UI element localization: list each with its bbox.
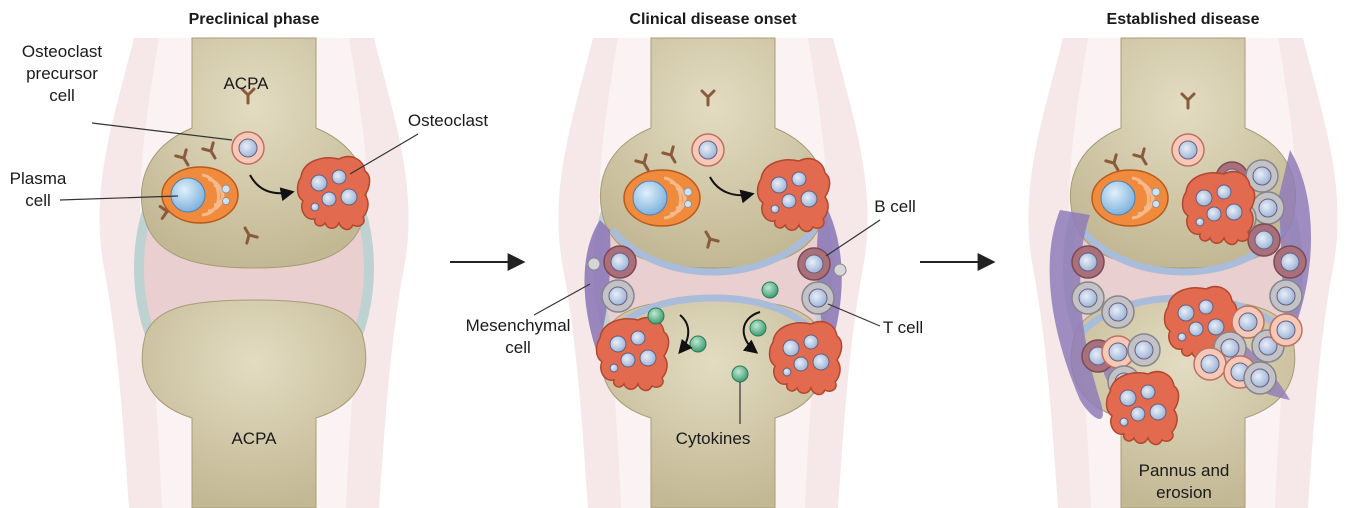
- label-plasma-2: cell: [25, 191, 51, 210]
- label-acpa-top: ACPA: [223, 74, 269, 93]
- t-cell: [1244, 362, 1276, 394]
- label-pannus-1: Pannus and: [1139, 461, 1230, 480]
- small-cell: [834, 264, 846, 276]
- label-plasma-1: Plasma: [10, 169, 67, 188]
- osteoclast-cell: [298, 157, 370, 230]
- panel-title-preclinical: Preclinical phase: [189, 11, 320, 28]
- t-cell: [602, 280, 634, 312]
- label-osteoclast: Osteoclast: [408, 111, 489, 130]
- panel-preclinical: Preclinical phase ACPA ACPA Osteoclast p…: [10, 11, 489, 508]
- t-cell: [1252, 192, 1284, 224]
- osteoclast-cell: [758, 159, 830, 232]
- label-acpa-bottom: ACPA: [231, 429, 277, 448]
- t-cell: [1128, 334, 1160, 366]
- osteoclast-precursor-cell: [232, 132, 264, 164]
- t-cell: [1072, 282, 1104, 314]
- label-mesenchymal-2: cell: [505, 338, 531, 357]
- b-cell: [1274, 246, 1306, 278]
- b-cell: [798, 248, 830, 280]
- b-cell: [1072, 246, 1104, 278]
- label-osteoclast-precursor-1: Osteoclast: [22, 42, 103, 61]
- plasma-cell: [624, 170, 700, 226]
- osteoclast-precursor-cell: [1270, 314, 1302, 346]
- label-t-cell: T cell: [883, 318, 923, 337]
- label-pannus-2: erosion: [1156, 483, 1212, 502]
- label-osteoclast-precursor-3: cell: [49, 86, 75, 105]
- t-cell: [802, 282, 834, 314]
- b-cell: [604, 246, 636, 278]
- t-cell: [1102, 296, 1134, 328]
- panel-clinical-onset: Clinical disease onset: [466, 11, 924, 508]
- plasma-cell: [1092, 170, 1168, 226]
- osteoclast-cell: [1183, 172, 1255, 245]
- plasma-cell: [162, 167, 238, 223]
- label-b-cell: B cell: [874, 197, 916, 216]
- osteoclast-precursor-cell: [1172, 134, 1204, 166]
- label-osteoclast-precursor-2: precursor: [26, 64, 98, 83]
- panel-established: Established disease: [1028, 11, 1337, 508]
- osteoclast-cell: [770, 322, 842, 395]
- t-cell: [1270, 280, 1302, 312]
- panel-title-clinical-onset: Clinical disease onset: [629, 11, 797, 28]
- label-cytokines: Cytokines: [676, 429, 751, 448]
- small-cell: [588, 258, 600, 270]
- osteoclast-precursor-cell: [692, 134, 724, 166]
- osteoclast-cell: [597, 318, 669, 391]
- label-mesenchymal-1: Mesenchymal: [466, 316, 571, 335]
- osteoclast-precursor-cell: [1194, 348, 1226, 380]
- osteoclast-cell: [1107, 372, 1179, 445]
- panel-title-established: Established disease: [1107, 11, 1260, 28]
